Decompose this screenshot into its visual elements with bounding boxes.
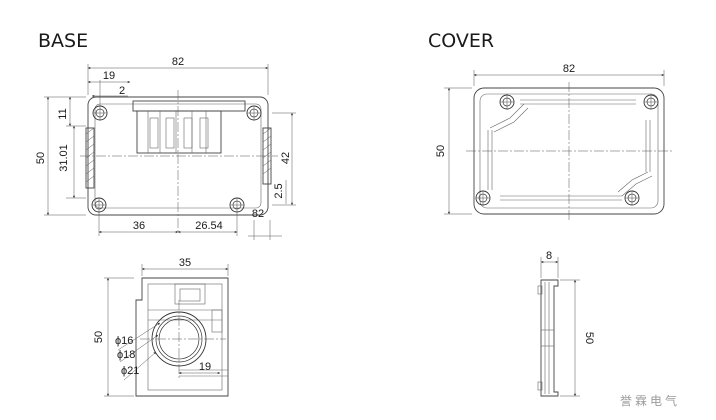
profile-dim-height: 50 <box>583 332 595 344</box>
side-view: 35 50 ϕ16 ϕ18 ϕ21 19 <box>93 257 229 397</box>
terminal-block <box>136 110 222 154</box>
base-dim-25: 2.5 <box>273 183 285 198</box>
cover-title: COVER <box>428 30 494 52</box>
profile-view: 8 50 <box>537 250 595 397</box>
terminal-rail <box>132 100 246 112</box>
side-dim-width: 35 <box>179 257 191 269</box>
base-dim-42: 42 <box>280 152 292 164</box>
side-dim-height: 50 <box>93 331 105 343</box>
base-left-clip <box>85 127 95 189</box>
cover-screw-hole-tl <box>499 94 515 110</box>
base-screw-hole-bl <box>91 197 107 213</box>
cover-dim-width: 82 <box>563 63 575 75</box>
base-dim-width: 82 <box>172 56 184 68</box>
base-dim-19: 19 <box>103 70 115 82</box>
profile-outline <box>540 279 559 397</box>
base-screw-hole-br <box>229 197 245 213</box>
base-dim-2654: 26.54 <box>195 220 223 232</box>
cover-screw-hole-tr <box>643 94 659 110</box>
cover-view: COVER <box>428 30 672 220</box>
cover-screw-hole-bl <box>475 190 491 206</box>
base-screw-hole-tl <box>92 105 108 121</box>
profile-dim-thickness: 8 <box>546 250 552 262</box>
base-title: BASE <box>38 30 88 52</box>
base-dim-small-82: 82 <box>252 208 264 220</box>
base-dim-36: 36 <box>133 220 145 232</box>
side-dim-d18: ϕ18 <box>117 349 135 361</box>
side-dim-d16: ϕ16 <box>115 335 133 347</box>
side-outline <box>135 277 229 397</box>
cover-screw-hole-br <box>624 190 640 206</box>
base-dim-31: 31.01 <box>58 144 70 172</box>
base-dim-2: 2 <box>119 85 125 97</box>
side-dim-19: 19 <box>199 361 211 373</box>
base-screw-hole-tr <box>246 105 262 121</box>
base-dim-11: 11 <box>57 108 69 119</box>
side-dim-d21: ϕ21 <box>121 365 139 377</box>
cover-dim-height: 50 <box>435 145 447 157</box>
base-view: BASE <box>35 30 296 240</box>
base-dim-height: 50 <box>35 152 47 164</box>
brand-logo-text: 誉霖电气 <box>620 393 680 408</box>
